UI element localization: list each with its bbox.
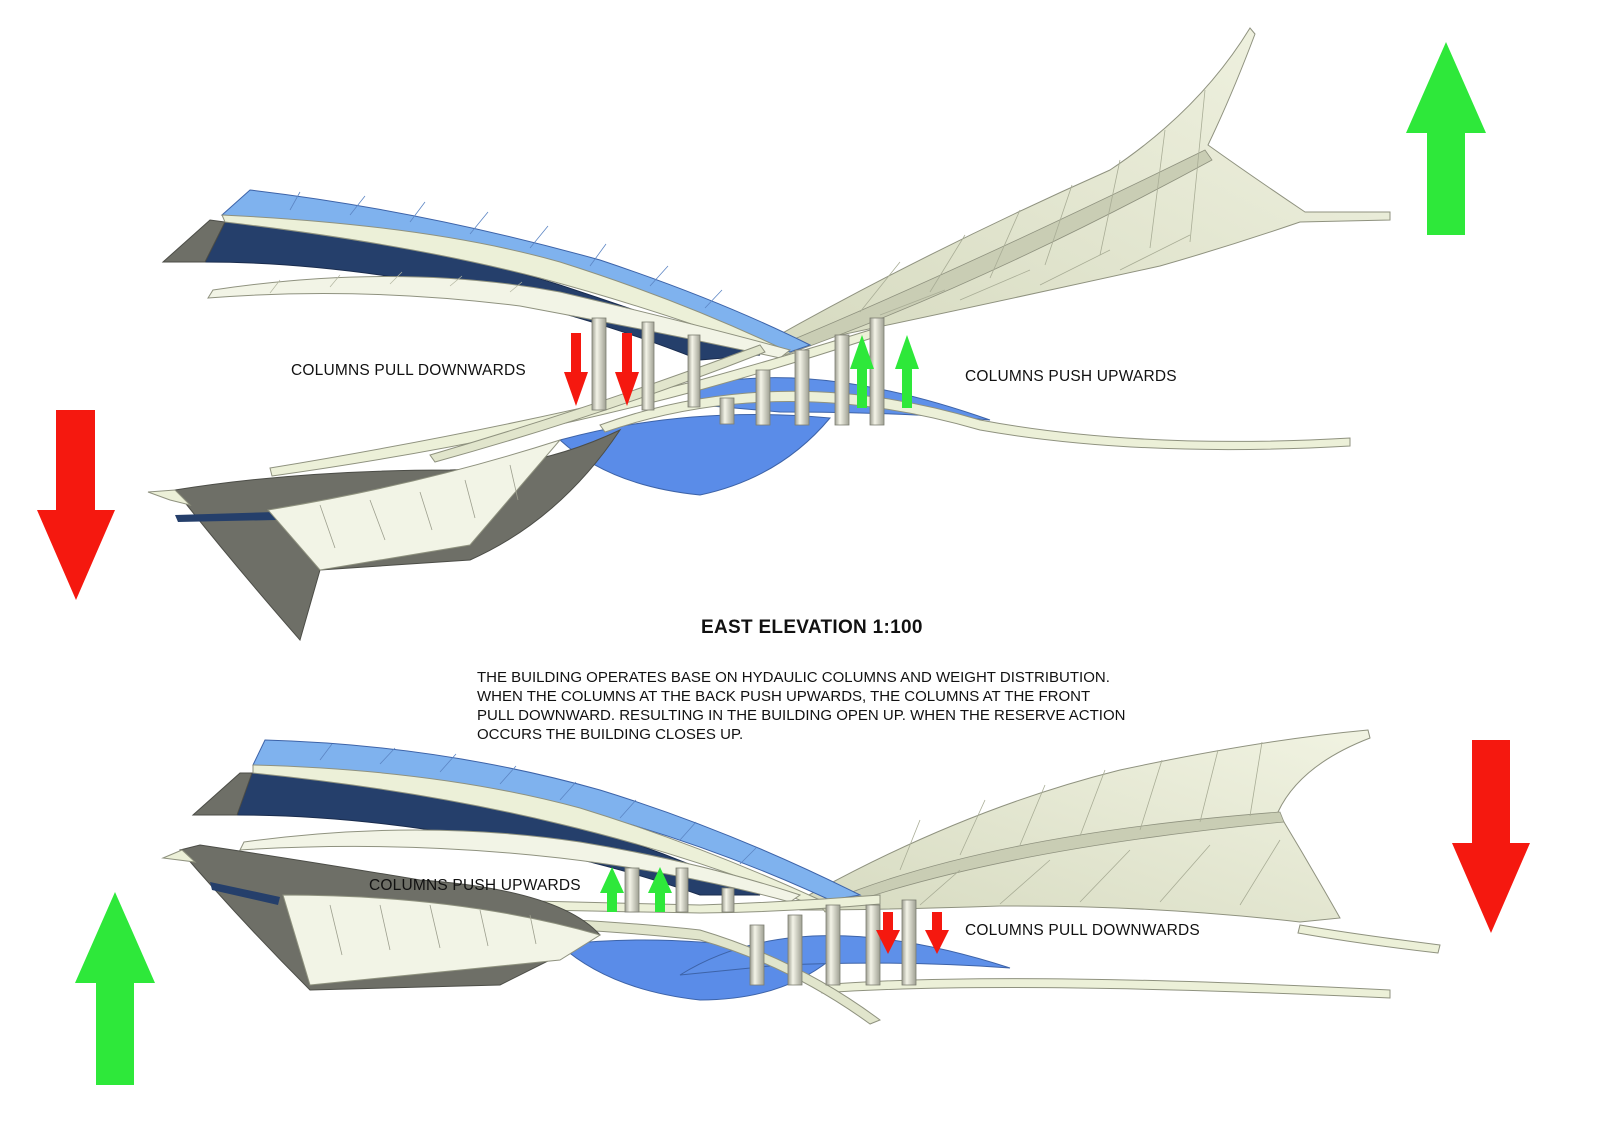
top-right-wing (769, 27, 1391, 351)
top-left-label: COLUMNS PULL DOWNWARDS (291, 362, 526, 379)
top-small-down-arrow-2 (615, 333, 639, 406)
description-line: THE BUILDING OPERATES BASE ON HYDAULIC C… (477, 669, 1110, 686)
top-elevation-model (147, 27, 1391, 642)
top-right-wing-band (779, 149, 1213, 356)
top-lower-left-nose (147, 489, 192, 506)
top-upper-roof-facets (289, 191, 723, 309)
top-right-label: COLUMNS PUSH UPWARDS (965, 368, 1177, 385)
bottom-small-up-arrow-1 (600, 867, 624, 912)
description-line: PULL DOWNWARD. RESULTING IN THE BUILDING… (477, 707, 1126, 724)
top-left-big-down-arrow (37, 410, 115, 600)
bottom-lower-left-facets (329, 904, 537, 956)
bottom-columns (624, 867, 917, 986)
bottom-left-canopy (239, 829, 802, 903)
bottom-left-big-up-arrow (75, 892, 155, 1085)
top-right-wing-facets (859, 89, 1206, 316)
description-line: WHEN THE COLUMNS AT THE BACK PUSH UPWARD… (477, 688, 1091, 705)
bottom-lower-left-white (282, 894, 602, 986)
top-lower-left-wing-blue (175, 512, 276, 522)
bottom-small-up-arrow-2 (648, 867, 672, 912)
description-line: OCCURS THE BUILDING CLOSES UP. (477, 726, 744, 743)
bottom-lower-left-nose (161, 849, 197, 863)
bottom-right-wing (799, 729, 1371, 923)
top-lower-left-facets (319, 464, 519, 549)
bottom-lower-left-wing-blue (210, 882, 280, 905)
top-lower-glass (558, 414, 831, 496)
bottom-right-ribbon (819, 978, 1391, 999)
bottom-upper-roof-facets (319, 743, 757, 865)
top-lower-left-white (267, 438, 562, 571)
top-left-canopy (207, 275, 792, 359)
top-columns (591, 317, 885, 426)
description-block: THE BUILDING OPERATES BASE ON HYDAULIC C… (477, 668, 1125, 744)
bottom-right-ribbon-2 (1297, 924, 1441, 954)
top-small-down-arrow-1 (564, 333, 588, 406)
bottom-elevation-model (161, 729, 1441, 1025)
top-right-big-up-arrow (1406, 42, 1486, 235)
bottom-small-down-arrow-2 (925, 912, 949, 954)
bottom-small-down-arrow-1 (876, 912, 900, 954)
bottom-right-label: COLUMNS PULL DOWNWARDS (965, 922, 1200, 939)
bottom-right-wing-band (819, 811, 1285, 913)
bottom-upper-roof-end (191, 772, 253, 816)
bottom-right-big-down-arrow (1452, 740, 1530, 933)
top-small-up-arrow-1 (850, 335, 874, 408)
bottom-right-wing-facets (899, 741, 1281, 906)
top-small-up-arrow-2 (895, 335, 919, 408)
diagram-title: EAST ELEVATION 1:100 (701, 617, 923, 638)
bottom-left-label: COLUMNS PUSH UPWARDS (369, 877, 581, 894)
